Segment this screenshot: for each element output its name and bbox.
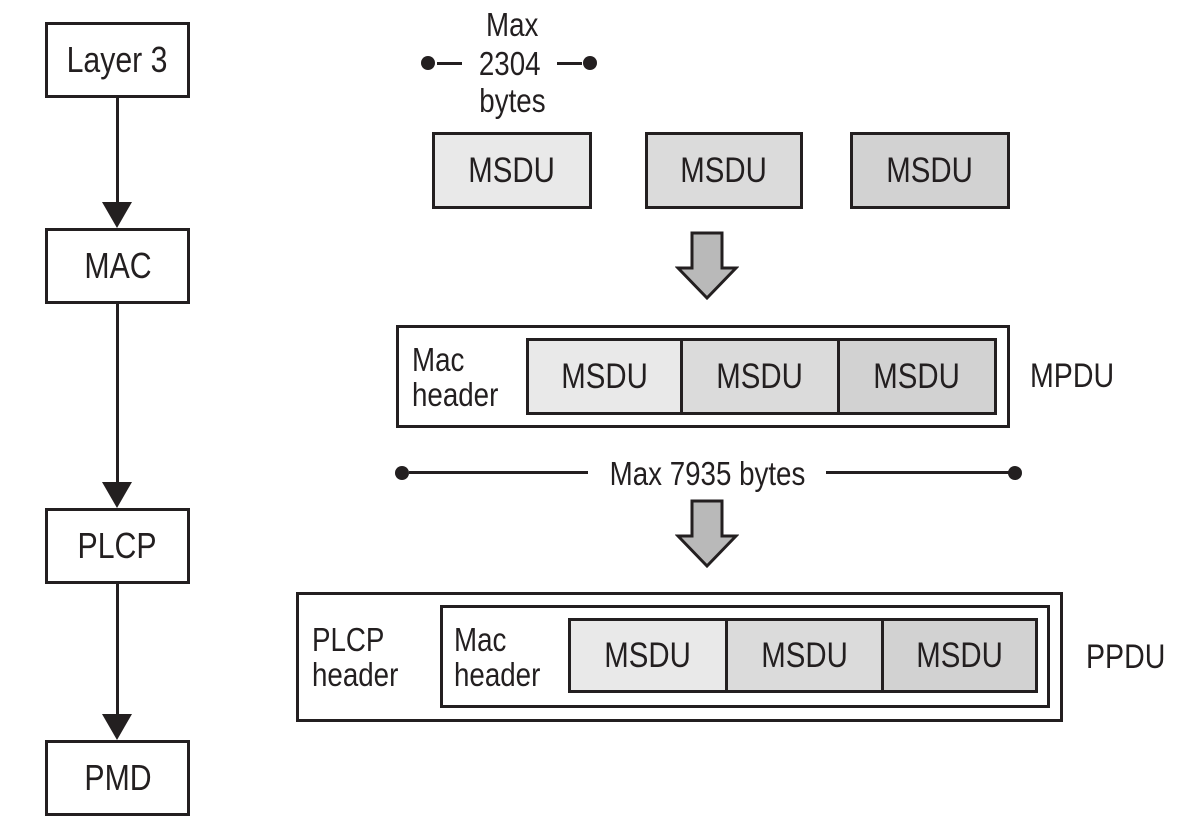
msdu-box-1: MSDU: [432, 132, 592, 209]
max-2304-word-top: Max: [485, 6, 539, 43]
measure-dot-left-top: [421, 56, 435, 70]
stack-box-plcp: PLCP: [45, 508, 190, 584]
arrow-down-icon-1: [102, 202, 132, 228]
ppdu-mac-header: Mac header: [454, 620, 541, 693]
stack-box-layer3-label: Layer 3: [67, 39, 168, 80]
stack-box-mac-label: MAC: [83, 245, 152, 286]
measure-line-right-mid: [826, 471, 1009, 474]
ppdu-label: PPDU: [1086, 637, 1166, 676]
mpdu-mac-header: Mac header: [412, 340, 499, 413]
ppdu-plcp-header: PLCP header: [312, 621, 399, 693]
ppdu-msdu-cell-1: MSDU: [568, 618, 728, 693]
stack-box-plcp-label: PLCP: [77, 525, 157, 566]
stack-box-pmd: PMD: [45, 740, 190, 816]
down-block-arrow-icon-2: [675, 499, 739, 569]
mpdu-label: MPDU: [1030, 357, 1115, 395]
measure-dot-left-mid: [395, 466, 409, 480]
measure-line-left-top: [437, 62, 462, 65]
max-7935-text: Max 7935 bytes: [609, 455, 805, 492]
stack-box-layer3: Layer 3: [45, 22, 190, 98]
measure-line-left-mid: [409, 471, 588, 474]
stack-box-mac: MAC: [45, 228, 190, 304]
measure-dot-right-top: [583, 56, 597, 70]
mpdu-msdu-cell-3: MSDU: [837, 338, 997, 415]
arrow-down-icon-3: [102, 714, 132, 740]
connector-line-1: [116, 98, 119, 202]
stack-box-pmd-label: PMD: [83, 757, 152, 798]
msdu-box-2: MSDU: [645, 132, 803, 209]
measure-line-right-top: [557, 62, 582, 65]
down-block-arrow-icon-1: [675, 231, 739, 301]
mpdu-msdu-cell-2: MSDU: [680, 338, 840, 415]
msdu-box-3: MSDU: [850, 132, 1010, 209]
arrow-down-icon-2: [102, 482, 132, 508]
connector-line-3: [116, 584, 119, 714]
ppdu-msdu-cell-3: MSDU: [881, 618, 1038, 693]
mpdu-msdu-cell-1: MSDU: [526, 338, 683, 415]
connector-line-2: [116, 304, 119, 482]
ppdu-msdu-cell-2: MSDU: [725, 618, 884, 693]
max-2304-value: 2304: [479, 45, 541, 82]
max-2304-word-bottom: bytes: [478, 82, 546, 119]
measure-dot-right-mid: [1008, 466, 1022, 480]
